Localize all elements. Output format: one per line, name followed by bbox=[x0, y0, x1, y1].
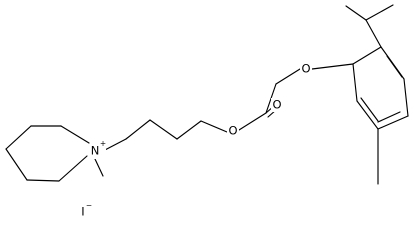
svg-text:O: O bbox=[272, 98, 281, 112]
iodide-label: I − bbox=[81, 201, 92, 219]
svg-text:O: O bbox=[301, 62, 310, 76]
bond-propyl-2 bbox=[149, 119, 178, 140]
svg-text:O: O bbox=[228, 124, 237, 138]
svg-text:N: N bbox=[91, 144, 100, 158]
bond-ring-inner-c bbox=[377, 111, 401, 123]
bond-ring-c4-c5 bbox=[377, 115, 409, 130]
svg-text:I: I bbox=[81, 205, 84, 219]
bond-n-ring-upper bbox=[60, 125, 90, 144]
bond-isopropyl-ring bbox=[365, 19, 382, 48]
bond-ring-inner-a bbox=[386, 55, 403, 78]
bond-isopropyl-methyl-left bbox=[345, 5, 367, 21]
negative-charge: − bbox=[86, 201, 92, 210]
bond-piperidine-2 bbox=[5, 125, 32, 150]
bond-carbonyl-ester-o bbox=[238, 112, 267, 131]
bond-piperidine-3 bbox=[5, 148, 28, 181]
bond-layer bbox=[5, 4, 409, 185]
bond-isopropyl-methyl-right bbox=[365, 4, 394, 21]
bond-propyl-n bbox=[102, 138, 127, 152]
bond-ring-ether bbox=[311, 63, 354, 70]
positive-charge: + bbox=[100, 139, 106, 148]
ester-oxygen-label: O bbox=[227, 124, 239, 138]
bond-propyl-1 bbox=[176, 120, 202, 140]
ether-oxygen-label: O bbox=[300, 62, 312, 76]
bond-ring-inner-b bbox=[360, 97, 379, 122]
bond-propyl-3 bbox=[125, 119, 151, 140]
bond-piperidine-4 bbox=[26, 179, 60, 182]
bond-ester-o-ch2 bbox=[200, 120, 228, 133]
bond-n-ring-lower bbox=[58, 155, 88, 182]
bond-ether-ch2 bbox=[275, 68, 301, 85]
ammonium-nitrogen-label: N + bbox=[90, 139, 106, 159]
bond-ring-c5-c6 bbox=[403, 78, 409, 117]
bond-ring-c2-c3 bbox=[352, 63, 358, 102]
bond-ring-c1-c2 bbox=[352, 46, 382, 65]
bond-n-methyl bbox=[94, 158, 104, 177]
carbonyl-oxygen-label: O bbox=[271, 98, 283, 112]
bond-ring-c3-c4 bbox=[356, 100, 379, 130]
